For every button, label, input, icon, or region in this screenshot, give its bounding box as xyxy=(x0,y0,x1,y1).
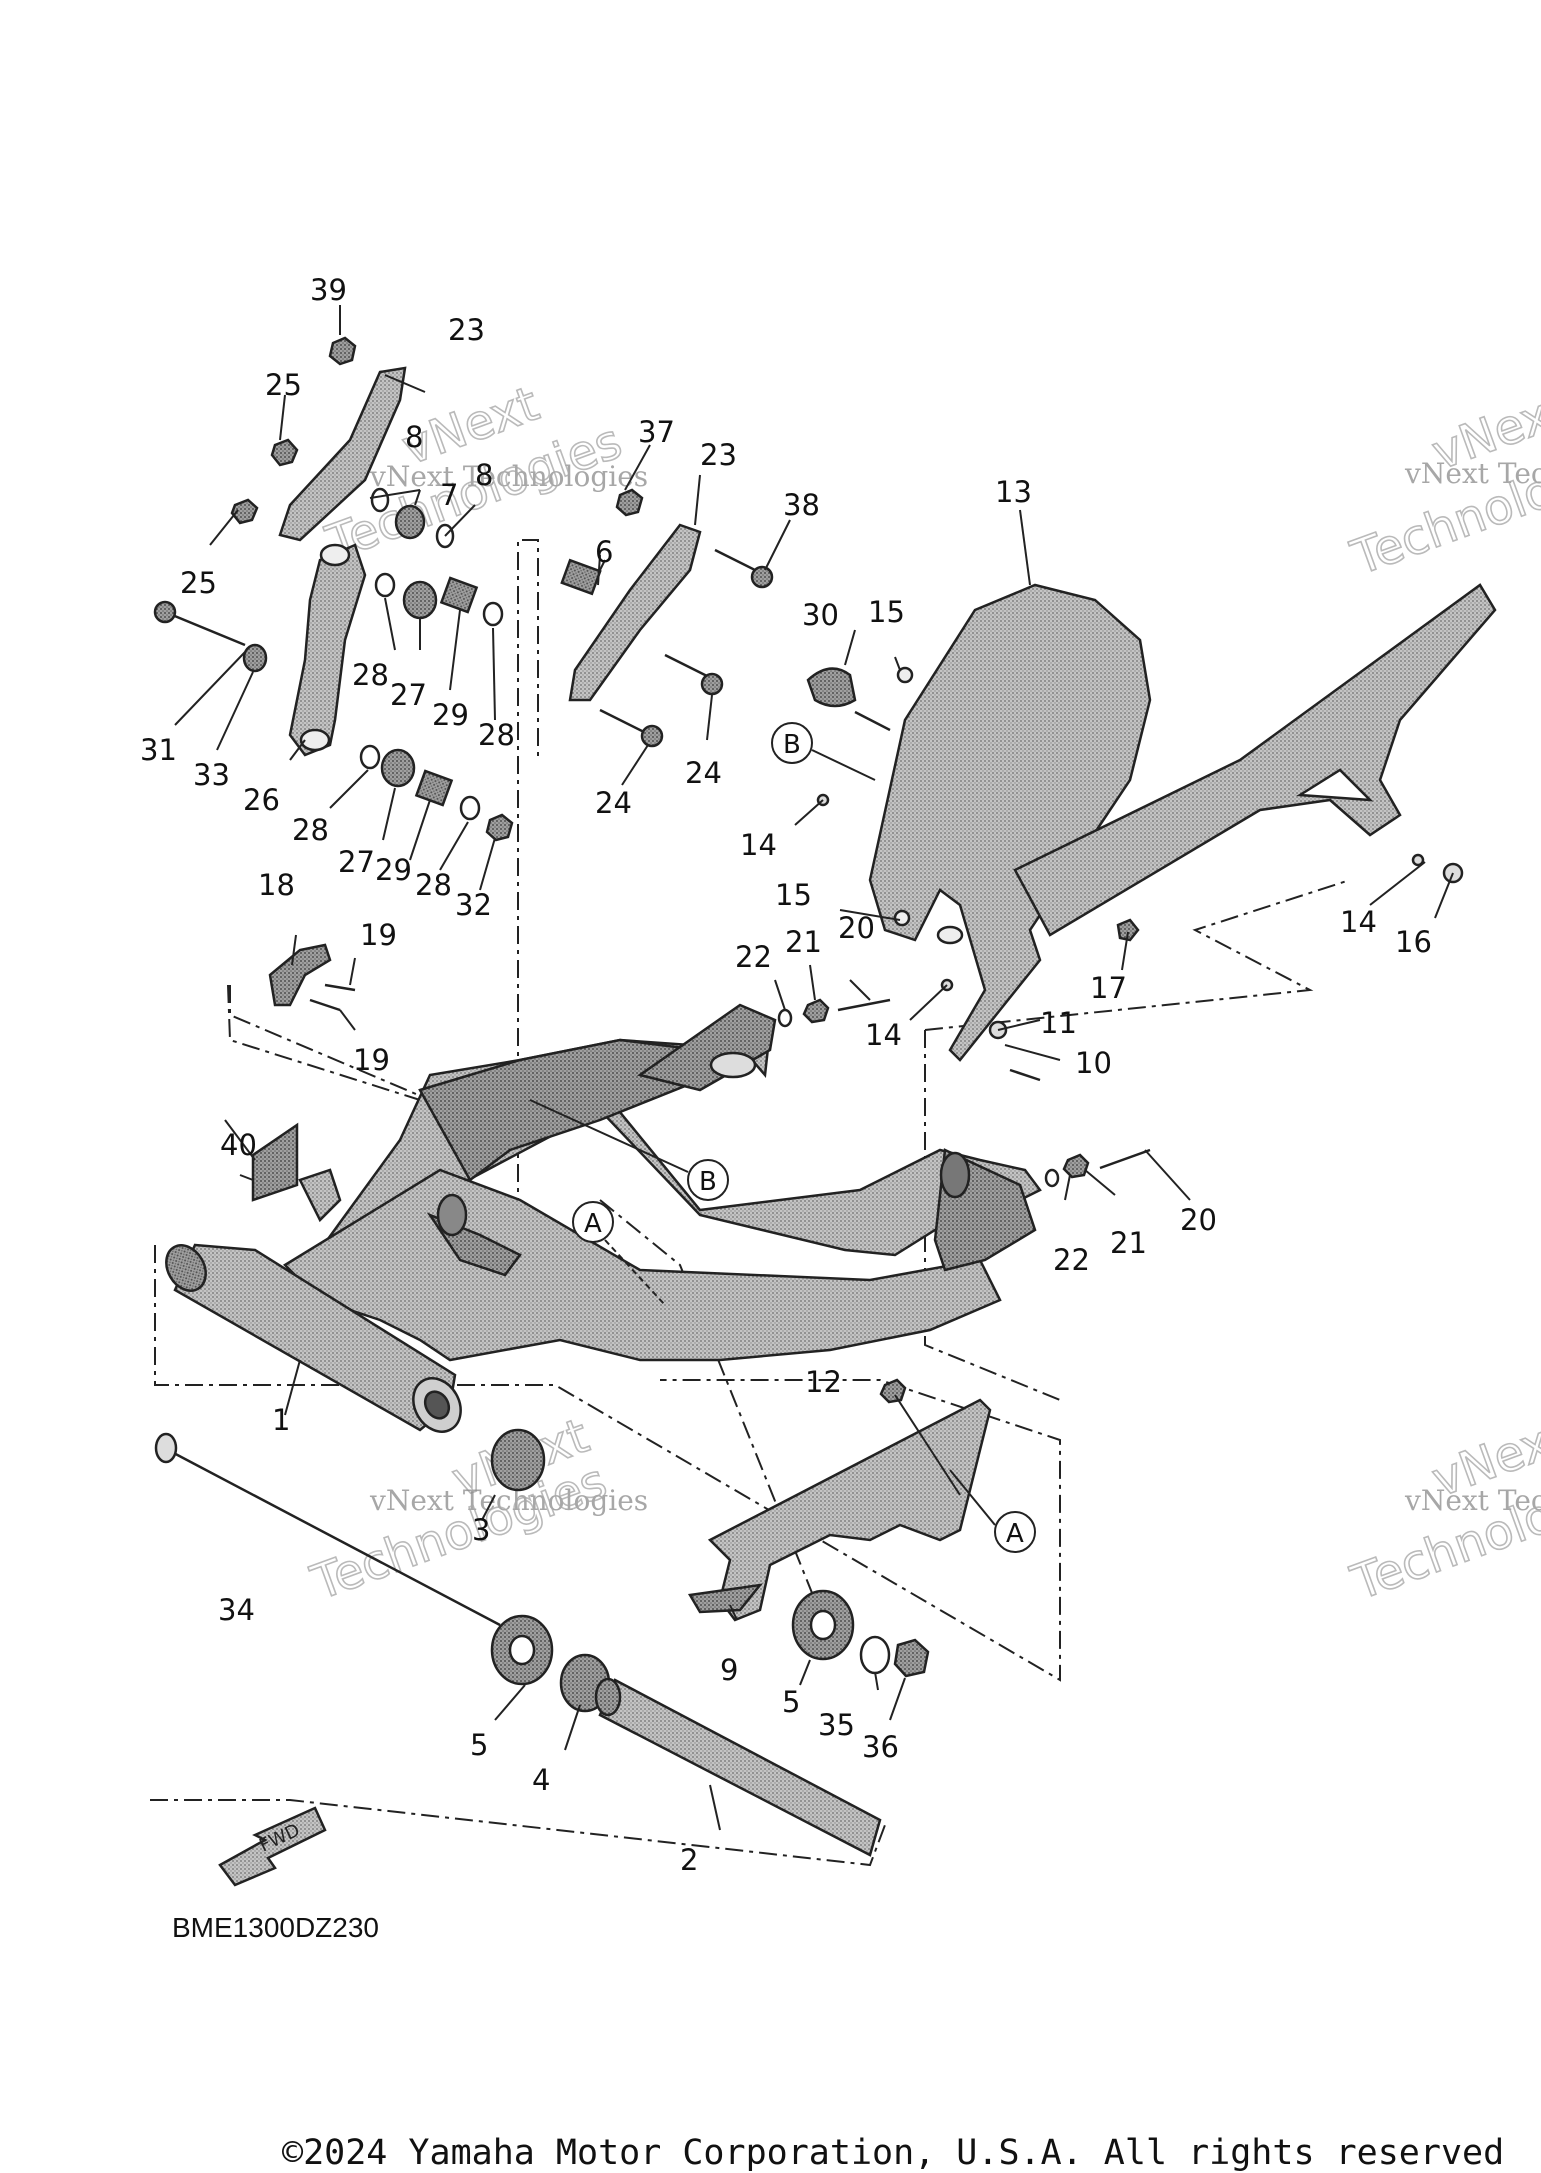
callout-11: 11 xyxy=(1040,1006,1077,1040)
callout-8a: 8 xyxy=(405,420,423,454)
watermark-text: vNext Technologies xyxy=(369,1484,648,1517)
swingarm xyxy=(165,1003,1042,1433)
watermark-text: vNext Technologies xyxy=(369,460,648,493)
callout-39: 39 xyxy=(310,273,347,307)
connecting-rod xyxy=(288,543,367,757)
relay-arm-upper xyxy=(278,366,407,542)
diagram-code: BME1300DZ230 xyxy=(172,1912,380,1943)
assembly-lines xyxy=(150,539,1351,1867)
callout-3: 3 xyxy=(472,1513,490,1547)
leader-lines xyxy=(174,305,1454,1831)
callout-35: 35 xyxy=(818,1708,855,1742)
callout-24a: 24 xyxy=(685,756,722,790)
rear-fender xyxy=(868,583,1497,1062)
callout-10: 10 xyxy=(1075,1046,1112,1080)
ref-b-label: B xyxy=(699,1167,717,1197)
callout-29b: 29 xyxy=(375,853,412,887)
callout-22a: 22 xyxy=(735,940,772,974)
callout-26: 26 xyxy=(243,783,280,817)
callout-20a: 20 xyxy=(838,911,875,945)
callout-31: 31 xyxy=(140,733,177,767)
callout-14b: 14 xyxy=(865,1018,902,1052)
callout-21a: 21 xyxy=(785,925,822,959)
callout-8b: 8 xyxy=(475,458,493,492)
watermark-upper-right: vNext vNext Technologies Technologies xyxy=(1343,380,1541,588)
callout-37: 37 xyxy=(638,415,675,449)
callout-28a: 28 xyxy=(352,658,389,692)
callout-40: 40 xyxy=(220,1128,257,1162)
callout-13: 13 xyxy=(995,475,1032,509)
callout-14c: 14 xyxy=(1340,905,1377,939)
callout-25a: 25 xyxy=(265,368,302,402)
callout-32: 32 xyxy=(455,888,492,922)
forward-arrow-icon: FWD xyxy=(218,1806,327,1887)
chain-slider xyxy=(687,1398,992,1622)
callout-25b: 25 xyxy=(180,566,217,600)
callout-numbers: 1 2 3 4 5 5 6 7 8 8 9 10 11 12 13 14 14 … xyxy=(140,273,1432,1877)
callout-24b: 24 xyxy=(595,786,632,820)
watermark-text: vNext Technologies xyxy=(1404,457,1541,490)
callout-2: 2 xyxy=(680,1843,698,1877)
callout-17: 17 xyxy=(1090,971,1127,1005)
callout-28d: 28 xyxy=(415,868,452,902)
callout-19a: 19 xyxy=(360,918,397,952)
ref-a-lower: A xyxy=(949,1469,1036,1553)
callout-15a: 15 xyxy=(868,595,905,629)
callout-4: 4 xyxy=(532,1763,550,1797)
callout-21b: 21 xyxy=(1110,1226,1147,1260)
small-parts: FWD xyxy=(153,336,1464,1887)
copyright-notice: ©2024 Yamaha Motor Corporation, U.S.A. A… xyxy=(282,2133,1505,2173)
callout-27b: 27 xyxy=(338,845,375,879)
ref-b-label: B xyxy=(783,730,801,760)
callout-12: 12 xyxy=(805,1365,842,1399)
callout-5a: 5 xyxy=(470,1728,488,1762)
watermark-lower-left: vNext vNext Technologies Technologies xyxy=(303,1407,648,1613)
callout-23b: 23 xyxy=(700,438,737,472)
callout-28c: 28 xyxy=(292,813,329,847)
callout-14a: 14 xyxy=(740,828,777,862)
callout-15b: 15 xyxy=(775,878,812,912)
ref-a-label: A xyxy=(584,1209,602,1239)
callout-6: 6 xyxy=(595,535,613,569)
callout-36: 36 xyxy=(862,1730,899,1764)
callout-38: 38 xyxy=(783,488,820,522)
callout-22b: 22 xyxy=(1053,1243,1090,1277)
ref-a-upper: A xyxy=(572,1201,666,1306)
callout-16: 16 xyxy=(1395,925,1432,959)
callout-28b: 28 xyxy=(478,718,515,752)
callout-18: 18 xyxy=(258,868,295,902)
watermark-text: vNext Technologies xyxy=(1404,1484,1541,1517)
callout-1: 1 xyxy=(272,1403,290,1437)
callout-20b: 20 xyxy=(1180,1203,1217,1237)
callout-34: 34 xyxy=(218,1593,255,1627)
relay-arm-lower xyxy=(568,523,702,702)
ref-b-upper: B xyxy=(771,722,876,781)
callout-23a: 23 xyxy=(448,313,485,347)
reference-marks: A A B B xyxy=(529,722,1036,1553)
callout-33: 33 xyxy=(193,758,230,792)
callout-5b: 5 xyxy=(782,1685,800,1719)
callout-19b: 19 xyxy=(353,1043,390,1077)
callout-9: 9 xyxy=(720,1653,738,1687)
ref-a-label: A xyxy=(1006,1519,1024,1549)
callout-29a: 29 xyxy=(432,698,469,732)
watermark-lower-right: vNext vNext Technologies Technologies xyxy=(1343,1407,1541,1613)
callout-27a: 27 xyxy=(390,678,427,712)
ref-b-lower: B xyxy=(529,1099,729,1201)
callout-30: 30 xyxy=(802,598,839,632)
callout-7: 7 xyxy=(440,478,458,512)
